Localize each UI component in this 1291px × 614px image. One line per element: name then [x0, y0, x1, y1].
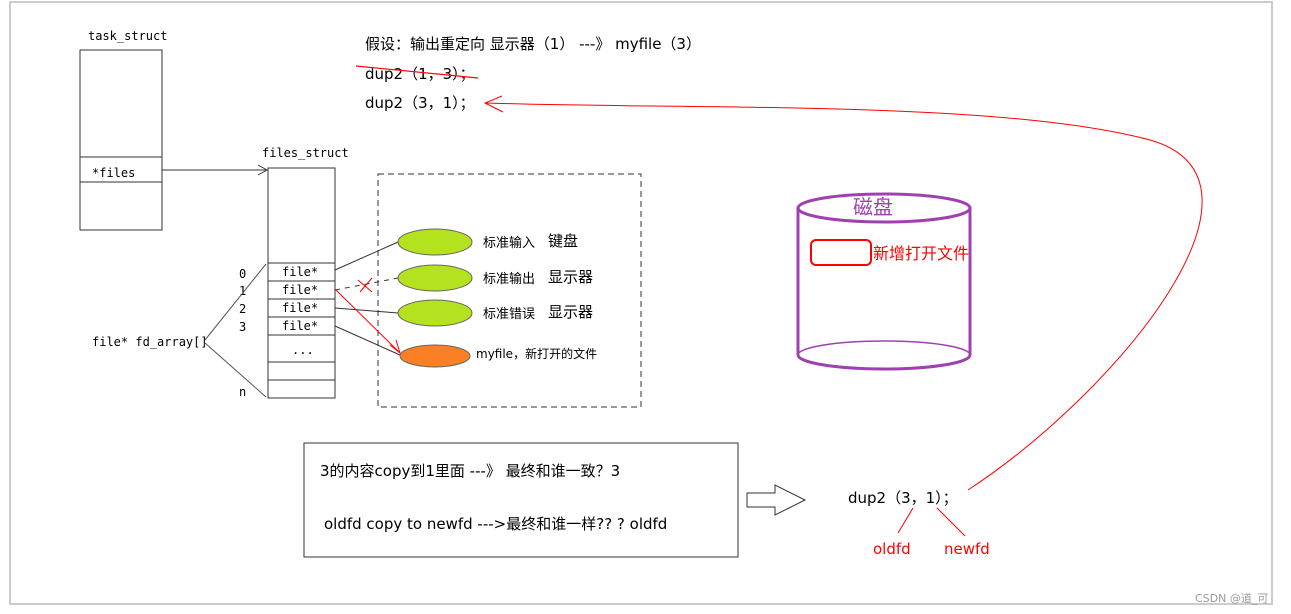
fd-row-0: file* — [282, 265, 318, 279]
file-objects-region — [377, 173, 642, 408]
note-line-2: oldfd copy to newfd --->最终和谁一样?? ? oldfd — [324, 515, 667, 533]
disk-label: 磁盘 — [853, 195, 893, 219]
fd-index-n: n — [239, 385, 246, 399]
fd-row-ellipsis: ... — [292, 343, 314, 357]
fd-row-2: file* — [282, 301, 318, 315]
assumption-text: 假设：输出重定向 显示器（1） ---》 myfile（3） — [365, 35, 701, 53]
file-3-name: myfile，新打开的文件 — [476, 346, 597, 361]
file-1-name: 标准输出 — [483, 271, 535, 287]
wrong-call-text: dup2（1，3）； — [365, 65, 475, 83]
file-2-device: 显示器 — [548, 303, 593, 321]
task-struct-box — [79, 49, 163, 231]
fd-index-0: 0 — [239, 267, 246, 281]
myfile-file-object — [399, 344, 471, 368]
file-0-name: 标准输入 — [483, 235, 535, 251]
newfd-label: newfd — [944, 540, 990, 558]
files-struct-title: files_struct — [262, 146, 349, 160]
task-struct-title: task_struct — [88, 29, 167, 43]
stdout-file-object — [397, 264, 473, 292]
files-field: *files — [92, 166, 135, 180]
fd-row-1: file* — [282, 283, 318, 297]
files-struct-box — [267, 167, 336, 399]
disk-cylinder — [796, 192, 972, 371]
new-file-block — [810, 239, 872, 266]
note-line-1: 3的内容copy到1里面 ---》 最终和谁一致？3 — [320, 462, 620, 480]
strikethrough-line — [355, 65, 479, 79]
fd-array-label: file* fd_array[] — [92, 335, 208, 349]
link-curve-arrow — [484, 102, 1203, 491]
stderr-file-object — [397, 299, 473, 327]
right-arrow-icon — [746, 484, 807, 516]
fd-index-1: 1 — [239, 284, 246, 298]
file-2-name: 标准错误 — [483, 307, 535, 322]
new-file-label: 新增打开文件 — [873, 244, 969, 263]
oldfd-label: oldfd — [873, 540, 911, 558]
redirect-arrow — [334, 288, 401, 354]
stdin-file-object — [397, 228, 473, 256]
file-1-device: 显示器 — [548, 268, 593, 286]
fd-row-3: file* — [282, 319, 318, 333]
right-call-text: dup2（3，1）； — [365, 94, 475, 112]
watermark: CSDN @道_可 — [1195, 591, 1268, 605]
fd-index-3: 3 — [239, 320, 246, 334]
fd-index-2: 2 — [239, 302, 246, 316]
file-0-device: 键盘 — [548, 232, 578, 250]
note-box — [303, 442, 739, 558]
outer-border — [9, 1, 1273, 605]
dup-call-text: dup2（3，1）； — [848, 489, 958, 507]
